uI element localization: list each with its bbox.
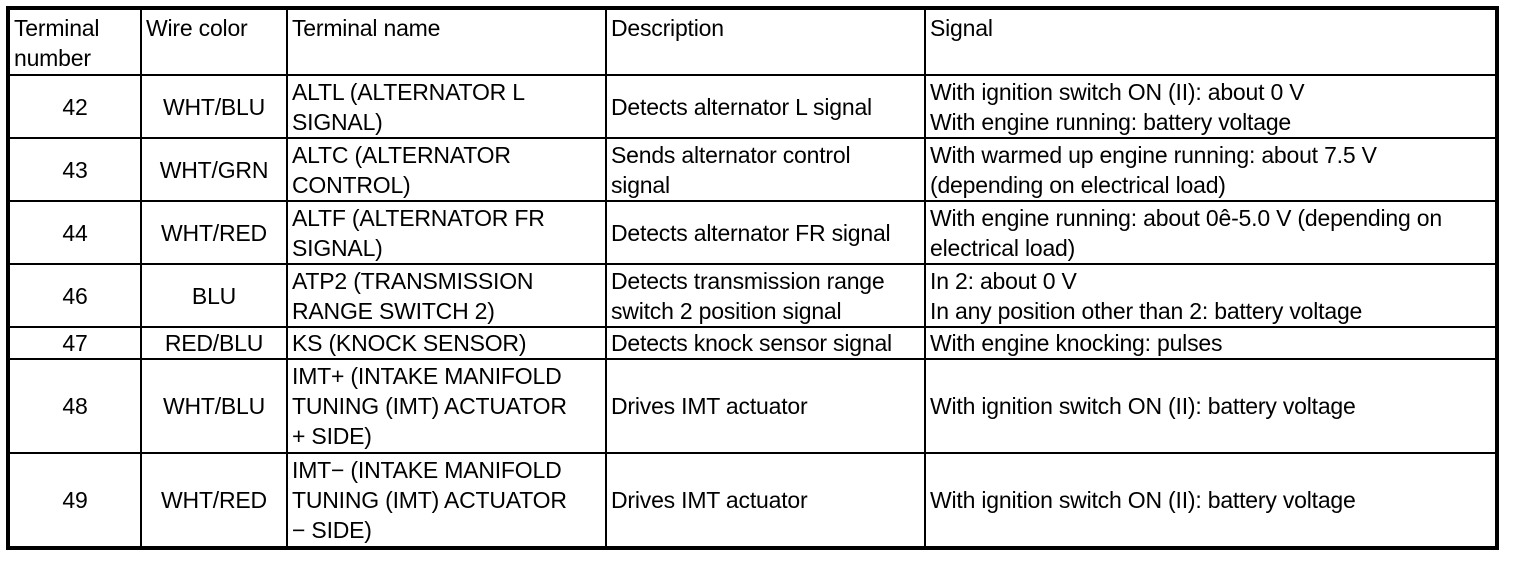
cell-terminal-name: KS (KNOCK SENSOR) <box>286 326 607 360</box>
column-header-wire-color: Wire color <box>140 7 288 76</box>
column-header-signal: Signal <box>924 7 1498 76</box>
cell-wire-color: WHT/GRN <box>140 137 288 202</box>
cell-terminal-number: 48 <box>7 358 142 454</box>
cell-terminal-number: 43 <box>7 137 142 202</box>
cell-description: Detects knock sensor signal <box>605 326 926 360</box>
cell-terminal-name: IMT+ (INTAKE MANIFOLD TUNING (IMT) ACTUA… <box>286 358 607 454</box>
terminal-table: Terminal number Wire color Terminal name… <box>6 6 1499 550</box>
cell-terminal-name: IMT− (INTAKE MANIFOLD TUNING (IMT) ACTUA… <box>286 452 607 549</box>
cell-wire-color: BLU <box>140 263 288 328</box>
table-header-row: Terminal number Wire color Terminal name… <box>7 7 1498 76</box>
cell-description: Sends alternator control signal <box>605 137 926 202</box>
cell-terminal-number: 47 <box>7 326 142 360</box>
cell-signal: With warmed up engine running: about 7.5… <box>924 137 1498 202</box>
column-header-terminal-number: Terminal number <box>7 7 142 76</box>
cell-signal: With ignition switch ON (II): battery vo… <box>924 452 1498 549</box>
cell-description: Detects alternator L signal <box>605 74 926 139</box>
cell-wire-color: WHT/RED <box>140 200 288 265</box>
cell-terminal-name: ATP2 (TRANSMISSION RANGE SWITCH 2) <box>286 263 607 328</box>
cell-wire-color: WHT/BLU <box>140 74 288 139</box>
cell-signal: With ignition switch ON (II): battery vo… <box>924 358 1498 454</box>
cell-signal: With engine knocking: pulses <box>924 326 1498 360</box>
cell-wire-color: WHT/BLU <box>140 358 288 454</box>
cell-terminal-number: 44 <box>7 200 142 265</box>
cell-signal: In 2: about 0 V In any position other th… <box>924 263 1498 328</box>
cell-description: Drives IMT actuator <box>605 452 926 549</box>
cell-signal: With ignition switch ON (II): about 0 V … <box>924 74 1498 139</box>
cell-description: Drives IMT actuator <box>605 358 926 454</box>
table-header: Terminal number Wire color Terminal name… <box>7 7 1498 76</box>
cell-wire-color: WHT/RED <box>140 452 288 549</box>
cell-terminal-number: 46 <box>7 263 142 328</box>
cell-terminal-name: ALTC (ALTERNATOR CONTROL) <box>286 137 607 202</box>
cell-description: Detects alternator FR signal <box>605 200 926 265</box>
cell-terminal-number: 49 <box>7 452 142 549</box>
column-header-terminal-name: Terminal name <box>286 7 607 76</box>
column-header-description: Description <box>605 7 926 76</box>
cell-signal: With engine running: about 0ê-5.0 V (dep… <box>924 200 1498 265</box>
cell-description: Detects transmission range switch 2 posi… <box>605 263 926 328</box>
cell-terminal-name: ALTL (ALTERNATOR L SIGNAL) <box>286 74 607 139</box>
cell-terminal-number: 42 <box>7 74 142 139</box>
cell-wire-color: RED/BLU <box>140 326 288 360</box>
cell-terminal-name: ALTF (ALTERNATOR FR SIGNAL) <box>286 200 607 265</box>
